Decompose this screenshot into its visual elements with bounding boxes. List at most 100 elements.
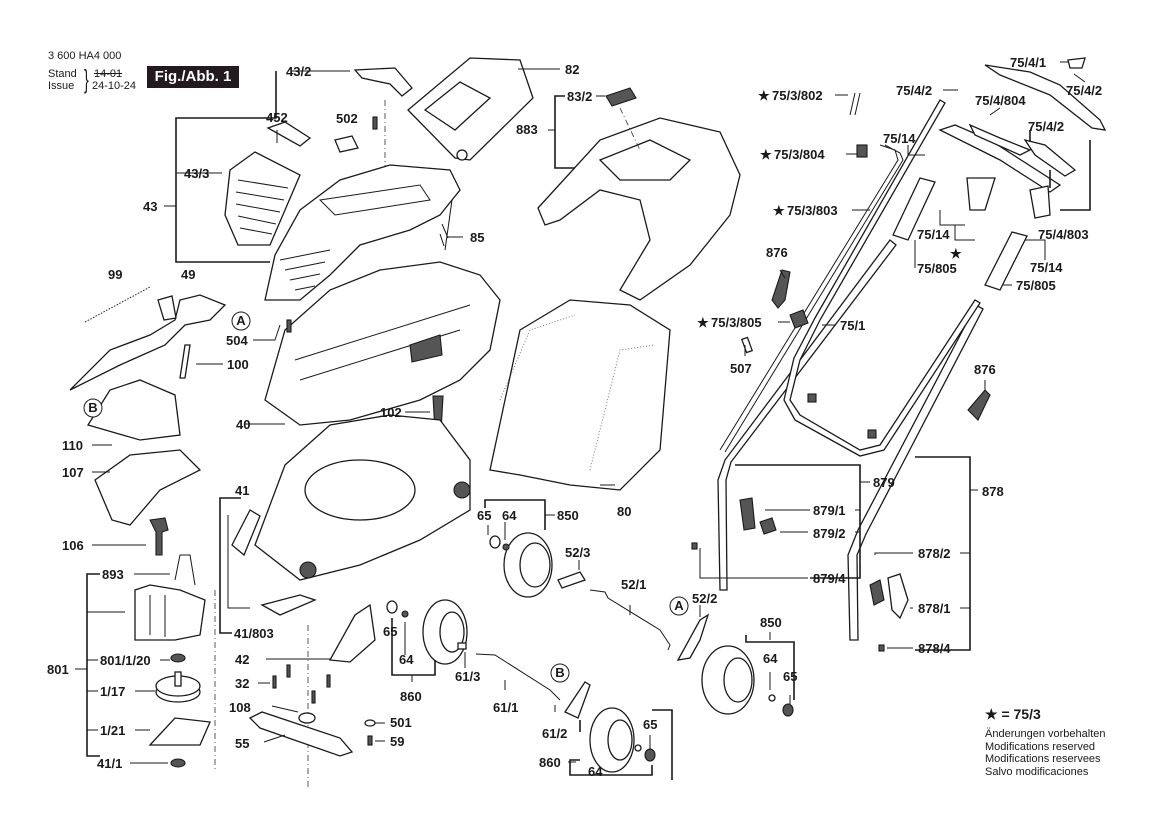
part-wheel-860-front-right — [589, 707, 656, 773]
part-guard-42 — [328, 603, 376, 663]
label-75-4-2-c: 75/4/2 — [1028, 119, 1064, 134]
label-893: 893 — [102, 567, 124, 582]
label-64-a: 64 — [502, 508, 517, 523]
part-cable-75-3-803 — [719, 144, 904, 453]
label-75-805-b: 75/805 — [1016, 278, 1056, 293]
label-55: 55 — [235, 736, 249, 751]
label-75-4-2-b: 75/4/2 — [896, 83, 932, 98]
label-106: 106 — [62, 538, 84, 553]
label-75-3-802: 75/3/802 — [772, 88, 823, 103]
part-handle-upper-75-1 — [783, 99, 981, 457]
label-850-b: 850 — [760, 615, 782, 630]
label-75-3-803: 75/3/803 — [787, 203, 838, 218]
label-75-14-a: 75/14 — [883, 131, 916, 146]
part-axle-61 — [457, 642, 591, 719]
ref-a-bottom: A — [674, 598, 684, 613]
part-bracket-52-3 — [557, 571, 586, 589]
part-handle-lower-879 — [691, 239, 897, 591]
label-32: 32 — [235, 676, 249, 691]
label-52-2: 52/2 — [692, 591, 717, 606]
label-75-14-c: 75/14 — [1030, 260, 1063, 275]
label-61-1: 61/1 — [493, 700, 518, 715]
star-icon: ★ — [773, 203, 785, 218]
label-75-3-804: 75/3/804 — [774, 147, 825, 162]
label-110: 110 — [62, 438, 83, 453]
label-504: 504 — [226, 333, 248, 348]
label-452: 452 — [266, 110, 288, 125]
label-1-21: 1/21 — [100, 723, 125, 738]
label-85: 85 — [470, 230, 484, 245]
part-knob-876-right — [967, 389, 991, 421]
legend-note-es: Salvo modificaciones — [985, 765, 1089, 778]
label-42: 42 — [235, 652, 249, 667]
part-chassis-40 — [264, 261, 501, 426]
part-handle-lower-878 — [847, 304, 984, 652]
label-99: 99 — [108, 267, 122, 282]
ref-circle-a-top — [231, 311, 251, 331]
part-screws-32 — [272, 625, 331, 790]
label-879-4: 879/4 — [813, 571, 846, 586]
label-507: 507 — [730, 361, 752, 376]
ref-b-bottom: B — [555, 665, 564, 680]
label-59: 59 — [390, 734, 404, 749]
part-motor-801 — [134, 584, 216, 770]
part-spring-99 — [84, 286, 151, 323]
label-102: 102 — [380, 405, 402, 420]
issue-label: Issue — [48, 80, 75, 92]
part-label-452 — [266, 121, 312, 147]
part-cable-893 — [174, 554, 196, 586]
brace-icon: } — [83, 64, 89, 94]
label-876-a: 876 — [766, 245, 788, 260]
label-878-1: 878/1 — [918, 601, 951, 616]
label-878-4: 878/4 — [918, 641, 951, 656]
label-65-d: 65 — [783, 669, 797, 684]
part-wheel-860-front-left — [386, 599, 468, 665]
part-cover-110 — [86, 379, 181, 441]
label-75-4-804: 75/4/804 — [975, 93, 1026, 108]
label-41: 41 — [235, 483, 249, 498]
part-rod-52-1 — [589, 589, 671, 651]
label-65-a: 65 — [477, 508, 491, 523]
label-801: 801 — [47, 662, 69, 677]
legend-note-fr: Modifications reservees — [985, 753, 1101, 765]
part-lever-49 — [69, 294, 227, 391]
label-801-1-20: 801/1/20 — [100, 653, 151, 668]
part-grip-75-805 — [892, 177, 1028, 291]
label-860-b: 860 — [539, 755, 561, 770]
label-61-2: 61/2 — [542, 726, 567, 741]
label-82: 82 — [565, 62, 579, 77]
label-879: 879 — [873, 475, 895, 490]
label-52-1: 52/1 — [621, 577, 646, 592]
star-icon: ★ — [950, 246, 962, 261]
part-motor-cover-107 — [94, 449, 202, 526]
label-61-3: 61/3 — [455, 669, 480, 684]
label-43: 43 — [143, 199, 157, 214]
star-icon: ★ — [697, 315, 709, 330]
part-nut-501-59 — [364, 719, 376, 746]
label-501: 501 — [390, 715, 412, 730]
label-65-c: 65 — [643, 717, 657, 732]
document-number: 3 600 HA4 000 — [48, 50, 122, 62]
issue-date: 24-10-24 — [92, 80, 137, 92]
part-blade-55 — [248, 711, 354, 757]
legend-note-de: Änderungen vorbehalten — [985, 728, 1106, 740]
label-41-1: 41/1 — [97, 756, 122, 771]
stand-label: Stand — [48, 68, 77, 80]
label-75-4-1: 75/4/1 — [1010, 55, 1046, 70]
part-clip-75-3-804 — [856, 144, 868, 158]
label-876-b: 876 — [974, 362, 996, 377]
label-52-3: 52/3 — [565, 545, 590, 560]
part-clip-75-3-805 — [789, 309, 809, 329]
figure-badge: Fig./Abb. 1 — [147, 66, 239, 88]
label-75-3-804-group: ★ 75/3/804 — [760, 147, 825, 162]
label-107: 107 — [62, 465, 84, 480]
reference-circles — [83, 311, 689, 683]
part-handle-top-75-4 — [938, 57, 1107, 219]
part-grass-box-top-883 — [537, 87, 741, 301]
label-879-1: 879/1 — [813, 503, 846, 518]
legend-star-definition: ★ = 75/3 — [985, 706, 1041, 722]
part-switch-75-3-802 — [849, 92, 861, 116]
label-41-803: 41/803 — [234, 626, 274, 641]
part-wheel-850-rear-left — [489, 532, 553, 598]
